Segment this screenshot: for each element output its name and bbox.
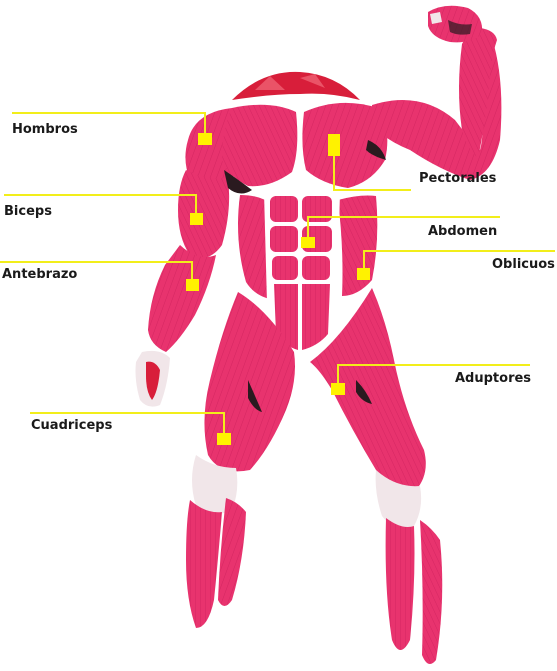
label-cuadriceps: Cuadriceps <box>31 418 113 433</box>
left-shin <box>186 500 222 628</box>
label-markers <box>186 133 370 445</box>
marker-biceps <box>190 213 203 225</box>
label-biceps: Biceps <box>4 204 52 219</box>
leader-lines <box>0 112 555 438</box>
marker-oblicuos <box>357 268 370 280</box>
right-thigh <box>310 288 426 493</box>
marker-hombros <box>198 133 212 145</box>
neck-muscle <box>232 71 360 100</box>
marker-pectorales <box>328 134 340 156</box>
label-antebrazo: Antebrazo <box>2 267 78 282</box>
left-upper-arm <box>178 170 230 259</box>
label-pectorales: Pectorales <box>419 171 497 186</box>
label-abdomen: Abdomen <box>428 224 498 239</box>
marker-cuadriceps <box>217 433 231 445</box>
left-forearm <box>148 245 216 352</box>
label-aduptores: Aduptores <box>455 371 532 386</box>
right-pectoral <box>302 102 388 188</box>
label-hombros: Hombros <box>12 122 78 137</box>
right-forearm <box>459 28 497 158</box>
right-shin <box>385 518 415 650</box>
abdominal-muscles <box>264 187 340 358</box>
marker-abdomen <box>301 237 315 248</box>
left-pectoral <box>222 104 298 187</box>
right-knee <box>375 470 422 528</box>
label-oblicuos: Oblicuos <box>492 257 555 272</box>
right-oblique <box>338 195 378 296</box>
marker-antebrazo <box>186 279 199 291</box>
left-thigh <box>204 292 295 472</box>
marker-aduptores <box>331 383 345 395</box>
